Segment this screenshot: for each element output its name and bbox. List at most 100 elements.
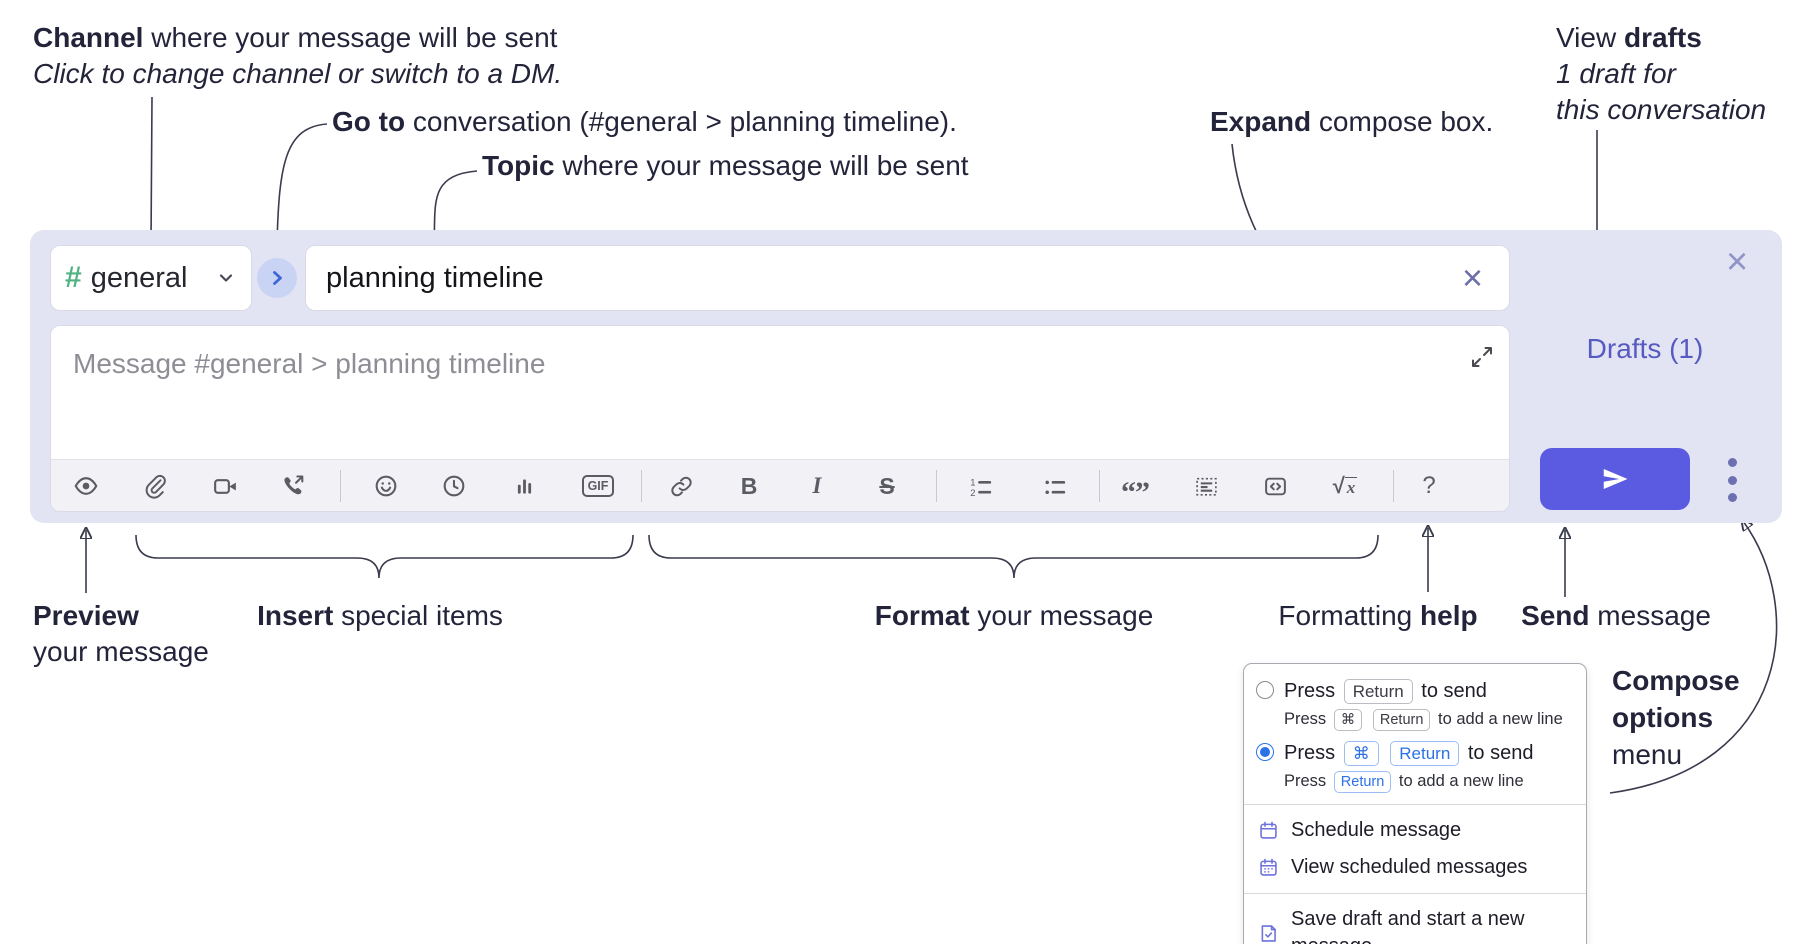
annotation-format: Format your message [814, 598, 1214, 634]
compose-options-menu: Press Return to send Press ⌘ Return to a… [1243, 663, 1587, 944]
channel-selector[interactable]: # general [50, 245, 252, 311]
audio-huddle-phone-icon[interactable] [271, 460, 315, 511]
formatting-help-icon[interactable]: ? [1407, 460, 1451, 511]
option2-suffix: to send [1467, 742, 1534, 764]
channel-hash-icon: # [65, 261, 82, 294]
brace-format-message [648, 534, 1379, 579]
annotation-preview-bold: Preview [33, 600, 139, 631]
close-compose-button[interactable]: × [1726, 241, 1749, 283]
annotation-send: Send message [1490, 598, 1742, 634]
annotation-goto-rest: conversation (#general > planning timeli… [405, 106, 957, 137]
annotation-send-bold: Send [1521, 600, 1590, 631]
annotation-view-drafts-pre: View [1556, 22, 1624, 53]
message-input[interactable]: Message #general > planning timeline [50, 325, 1510, 512]
annotation-goto-bold: Go to [332, 106, 406, 137]
annotation-channel: Channel where your message will be sent … [33, 20, 562, 92]
annotation-formatting-help-pre: Formatting [1278, 600, 1421, 631]
clear-topic-icon[interactable]: × [1461, 257, 1483, 298]
menu-item-label: View scheduled messages [1291, 856, 1528, 878]
toolbar-divider [1393, 470, 1394, 502]
option1-sub-press: Press [1284, 710, 1327, 728]
code-block-icon[interactable] [1253, 460, 1297, 511]
preview-eye-icon[interactable] [64, 460, 108, 511]
poll-bar-chart-icon[interactable] [502, 460, 546, 511]
annotation-view-drafts-line3: this conversation [1556, 94, 1767, 125]
formula-sqrt-icon[interactable]: √x [1323, 460, 1367, 511]
annotation-topic-rest: where your message will be sent [554, 150, 969, 181]
annotation-view-drafts-bold: drafts [1623, 22, 1702, 53]
brace-insert-items [135, 534, 634, 579]
clock-schedule-icon[interactable] [432, 460, 476, 511]
link-icon[interactable] [659, 460, 703, 511]
annotation-compose-options-line3: menu [1612, 739, 1683, 770]
menu-option-cmd-return-to-send[interactable]: Press ⌘ Return to send Press Return to a… [1244, 735, 1586, 797]
annotation-insert-rest: special items [333, 600, 503, 631]
annotation-preview: Preview your message [33, 598, 209, 670]
drafts-link[interactable]: Drafts (1) [1586, 333, 1704, 364]
send-plane-icon [1603, 469, 1628, 489]
emoji-smiley-icon[interactable] [364, 460, 408, 511]
expand-compose-icon[interactable] [1469, 344, 1495, 375]
menu-option-return-to-send[interactable]: Press Return to send Press ⌘ Return to a… [1244, 673, 1586, 735]
annotation-insert-bold: Insert [257, 600, 334, 631]
menu-item-label: Schedule message [1291, 819, 1462, 841]
attach-paperclip-icon[interactable] [133, 460, 177, 511]
option2-press: Press [1284, 742, 1336, 764]
strikethrough-icon[interactable]: S [865, 460, 909, 511]
connector-channel-arrow [151, 96, 152, 244]
chevron-right-icon [273, 271, 282, 285]
annotation-insert: Insert special items [180, 598, 580, 634]
annotation-compose-options-line2: options [1612, 702, 1714, 733]
draft-document-check-icon [1261, 924, 1276, 942]
annotation-channel-rest: where your message will be sent [143, 22, 558, 53]
menu-item-schedule-message[interactable]: Schedule message [1244, 812, 1586, 849]
kebab-dot [1727, 458, 1737, 467]
quote-label: “” [1121, 476, 1150, 509]
annotation-format-rest: your message [969, 600, 1154, 631]
quote-icon[interactable]: “” [1113, 460, 1157, 511]
annotation-format-bold: Format [874, 600, 970, 631]
annotation-topic: Topic where your message will be sent [482, 148, 969, 184]
bold-label: B [740, 472, 758, 499]
option2-sub-press: Press [1284, 772, 1327, 790]
message-placeholder: Message #general > planning timeline [73, 348, 546, 379]
annotation-compose-options-line1: Compose [1612, 665, 1740, 696]
option1-suffix: to send [1421, 680, 1487, 702]
menu-item-view-scheduled[interactable]: View scheduled messages [1244, 849, 1586, 886]
menu-item-save-draft[interactable]: Save draft and start a new message [1244, 901, 1586, 944]
option2-sub-suffix: to add a new line [1398, 772, 1524, 790]
toolbar-divider [641, 470, 642, 502]
italic-icon[interactable]: I [795, 460, 839, 511]
topic-input[interactable]: planning timeline × [305, 245, 1510, 311]
sqrt-variable: x [1344, 477, 1358, 497]
gif-icon[interactable]: GIF [576, 460, 620, 511]
compose-options-kebab-icon[interactable] [1712, 458, 1752, 502]
chevron-down-icon [219, 274, 233, 282]
annotation-send-rest: message [1589, 600, 1711, 631]
annotation-channel-subtext: Click to change channel or switch to a D… [33, 58, 563, 89]
annotation-compose-options: Compose options menu [1612, 662, 1740, 773]
blockquote-icon[interactable] [1184, 460, 1228, 511]
send-button[interactable] [1540, 448, 1690, 510]
bold-icon[interactable]: B [727, 460, 771, 511]
toolbar-divider [936, 470, 937, 502]
cmd-key: ⌘ [1343, 741, 1379, 766]
go-to-conversation-button[interactable] [257, 258, 297, 298]
menu-item-label: Save draft and start a new message [1291, 908, 1525, 944]
cmd-key: ⌘ [1333, 709, 1363, 731]
topic-value: planning timeline [326, 261, 544, 294]
bulleted-list-icon[interactable] [1032, 460, 1076, 511]
connector-goto-arrow [277, 123, 328, 244]
menu-divider [1244, 893, 1586, 894]
video-camera-icon[interactable] [203, 460, 247, 511]
return-key: Return [1390, 741, 1460, 766]
radio-unselected-icon[interactable] [1256, 681, 1274, 699]
strikethrough-label: S [879, 472, 895, 499]
compose-box: # general planning timeline × × Drafts (… [30, 230, 1782, 523]
kebab-dot [1727, 493, 1737, 502]
annotation-expand-rest: compose box. [1311, 106, 1494, 137]
radio-selected-icon[interactable] [1256, 743, 1274, 761]
return-key: Return [1372, 709, 1431, 731]
